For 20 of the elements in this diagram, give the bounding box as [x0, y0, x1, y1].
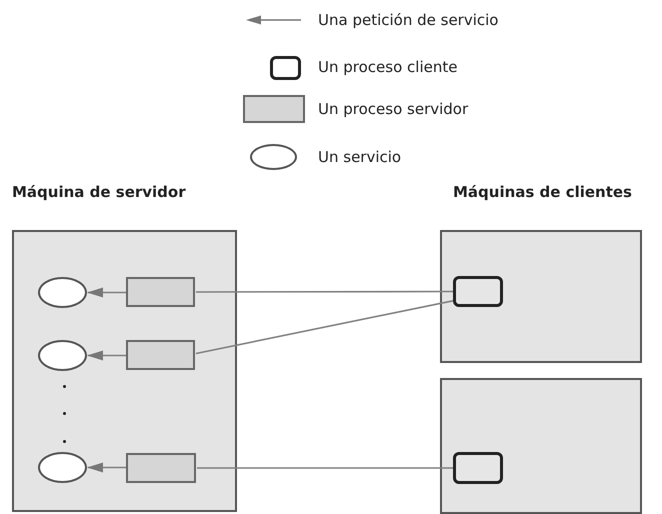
process-box: [453, 276, 503, 307]
process-box: [126, 277, 195, 307]
machine-heading: Máquina de servidor: [12, 182, 186, 203]
machine-panel: [12, 230, 237, 512]
service-ellipse: [38, 340, 87, 371]
service-ellipse: [38, 277, 87, 308]
request-arrow: [87, 462, 126, 472]
process-box: [126, 340, 195, 370]
request-arrow: [87, 288, 126, 298]
process-box: [126, 453, 196, 483]
legend-text: Un servicio: [318, 147, 402, 168]
legend-text: Un proceso cliente: [318, 57, 458, 78]
machine-heading: Máquinas de clientes: [453, 182, 632, 203]
legend-text: Un proceso servidor: [318, 99, 468, 120]
legend-text: Una petición de servicio: [318, 10, 498, 31]
machine-panel: [440, 378, 642, 514]
request-arrow: [87, 350, 126, 360]
service-ellipse: [38, 452, 87, 483]
process-box: [453, 452, 503, 484]
machine-panel: [440, 230, 642, 363]
